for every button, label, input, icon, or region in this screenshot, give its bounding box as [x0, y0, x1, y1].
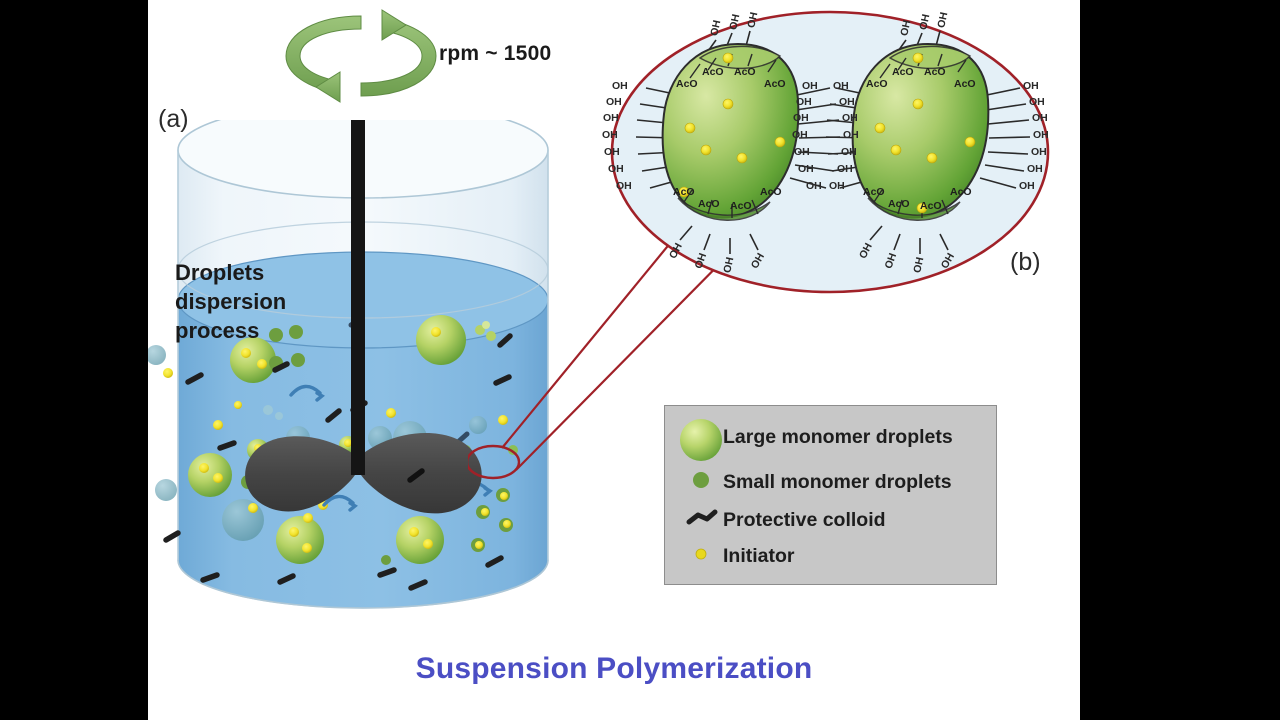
legend-item-initiator: Initiator: [723, 545, 795, 567]
oh-label: OH: [833, 80, 849, 92]
aco-label: AcO: [863, 186, 885, 198]
rpm-label: rpm ~ 1500: [439, 42, 552, 65]
oh-label: OH: [796, 96, 812, 108]
aco-label: AcO: [950, 186, 972, 198]
figure-content-area: (a) rpm ~ 1500 Droplets dispersion proce…: [148, 0, 1080, 720]
aco-label: AcO: [702, 66, 724, 78]
aco-label: AcO: [924, 66, 946, 78]
aco-label: AcO: [888, 198, 910, 210]
legend-item-small-droplets: Small monomer droplets: [723, 471, 952, 493]
panel-b-inset: OH OH OH OH OH OH OH OH OH OH OH OH OH O…: [580, 0, 1080, 320]
initiator-swatch: [695, 548, 707, 560]
figure-title: Suspension Polymerization: [415, 652, 813, 685]
oh-label: OH: [792, 129, 808, 141]
small-monomer-droplet-swatch: [693, 472, 709, 488]
oh-label: OH: [841, 146, 857, 158]
oh-label: OH: [842, 112, 858, 124]
panel-b-label: (b): [1010, 248, 1041, 276]
oh-label: OH: [608, 163, 624, 175]
large-monomer-droplet-swatch: [680, 419, 722, 461]
tank-contents: [148, 315, 518, 591]
oh-label: OH: [603, 112, 619, 124]
aco-label: AcO: [764, 78, 786, 90]
dispersion-line-3: process: [175, 318, 260, 343]
oh-label: OH: [1031, 146, 1047, 158]
stirrer-shaft: [351, 120, 365, 475]
oh-label: OH: [1019, 180, 1035, 192]
oh-label: OH: [1033, 129, 1049, 141]
oh-label: OH: [1029, 96, 1045, 108]
aco-label: AcO: [698, 198, 720, 210]
dispersion-line-2: dispersion: [175, 289, 287, 314]
impeller-blades: [245, 432, 482, 514]
oh-label: OH: [793, 112, 809, 124]
oh-label: OH: [1032, 112, 1048, 124]
oh-label: OH: [837, 163, 853, 175]
aco-label: AcO: [866, 78, 888, 90]
legend-item-large-droplets: Large monomer droplets: [723, 426, 953, 448]
aco-label: AcO: [734, 66, 756, 78]
aco-label: AcO: [730, 200, 752, 212]
oh-label: OH: [604, 146, 620, 158]
protective-colloid-swatch: [686, 509, 718, 525]
aco-label: AcO: [673, 186, 695, 198]
legend-item-protective-colloid: Protective colloid: [723, 509, 886, 531]
particle-1: [635, 30, 841, 254]
oh-label: OH: [829, 180, 845, 192]
oh-label: OH: [798, 163, 814, 175]
particle-2: [825, 30, 1031, 254]
aco-label: AcO: [760, 186, 782, 198]
aco-label: AcO: [954, 78, 976, 90]
dispersion-line-1: Droplets: [175, 260, 265, 285]
dispersion-process-label: Droplets dispersion process: [175, 258, 286, 345]
panel-a-label: (a): [158, 105, 189, 133]
oh-label: OH: [606, 96, 622, 108]
diagram-legend: Large monomer droplets Small monomer dro…: [664, 405, 997, 585]
stirred-tank-reactor: [148, 120, 549, 609]
oh-label: OH: [616, 180, 632, 192]
oh-label: OH: [602, 129, 618, 141]
aco-label: AcO: [892, 66, 914, 78]
oh-label: OH: [612, 80, 628, 92]
aco-label: AcO: [676, 78, 698, 90]
oh-label: OH: [806, 180, 822, 192]
rotation-arrow-icon: [285, 9, 437, 103]
oh-label: OH: [839, 96, 855, 108]
oh-label: OH: [794, 146, 810, 158]
oh-label: OH: [802, 80, 818, 92]
oh-label: OH: [1023, 80, 1039, 92]
aco-label: AcO: [920, 200, 942, 212]
oh-label: OH: [843, 129, 859, 141]
oh-label: OH: [1027, 163, 1043, 175]
